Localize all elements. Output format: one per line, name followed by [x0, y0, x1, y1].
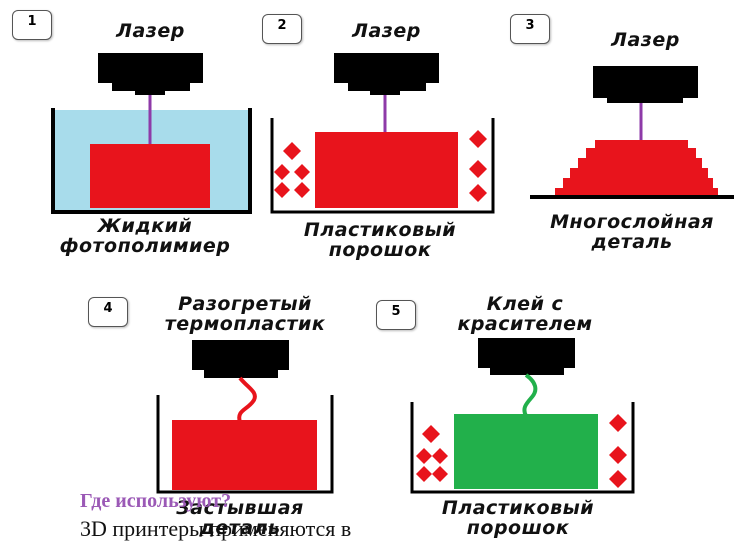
section-heading: Где используют?	[80, 490, 231, 513]
top-label-1: Лазер	[98, 21, 203, 41]
bottom-label-2: Пластиковый порошок	[280, 220, 480, 260]
bottom-label-1-line-1: Жидкий	[45, 216, 245, 236]
bottom-label-3-line-2: деталь	[530, 232, 734, 252]
panel-2	[272, 53, 493, 212]
step-badge-1: 1	[12, 10, 52, 40]
panel-4	[158, 340, 332, 492]
bottom-label-1-line-2: фотополимиер	[45, 236, 245, 256]
part-5	[454, 414, 598, 489]
top-label-5-line-2: красителем	[430, 314, 620, 334]
body-text: 3D принтеры применяются в	[80, 516, 351, 542]
step-badge-3: 3	[510, 14, 550, 44]
panel-1	[53, 53, 250, 212]
bottom-label-3: Многослойная деталь	[530, 212, 734, 252]
top-label-3: Лазер	[593, 30, 698, 50]
extrusion-4	[239, 378, 255, 422]
nozzle-5	[478, 338, 575, 368]
nozzle-4	[192, 340, 289, 370]
bottom-label-2-line-1: Пластиковый	[280, 220, 480, 240]
nozzle-3	[593, 66, 698, 98]
part-4	[172, 420, 317, 490]
step-badge-5: 5	[376, 300, 416, 330]
top-label-2: Лазер	[334, 21, 439, 41]
top-label-4: Разогретый термопластик	[150, 294, 340, 334]
bottom-label-2-line-2: порошок	[280, 240, 480, 260]
part-1	[90, 144, 210, 208]
nozzle-1	[98, 53, 203, 83]
top-label-4-line-2: термопластик	[150, 314, 340, 334]
part-2	[315, 132, 458, 208]
nozzle-2	[334, 53, 439, 83]
step-badge-4: 4	[88, 297, 128, 327]
bottom-label-3-line-1: Многослойная	[530, 212, 734, 232]
part-3	[552, 140, 718, 196]
panel-5	[412, 338, 633, 492]
step-badge-2: 2	[262, 14, 302, 44]
top-label-5: Клей с красителем	[430, 294, 620, 334]
top-label-5-line-1: Клей с	[430, 294, 620, 314]
bottom-label-5-line-1: Пластиковый	[418, 498, 618, 518]
bottom-label-1: Жидкий фотополимиер	[45, 216, 245, 256]
extrusion-5	[524, 375, 535, 416]
panel-3	[530, 66, 734, 197]
bottom-label-5-line-2: порошок	[418, 518, 618, 538]
bottom-label-5: Пластиковый порошок	[418, 498, 618, 538]
top-label-4-line-1: Разогретый	[150, 294, 340, 314]
